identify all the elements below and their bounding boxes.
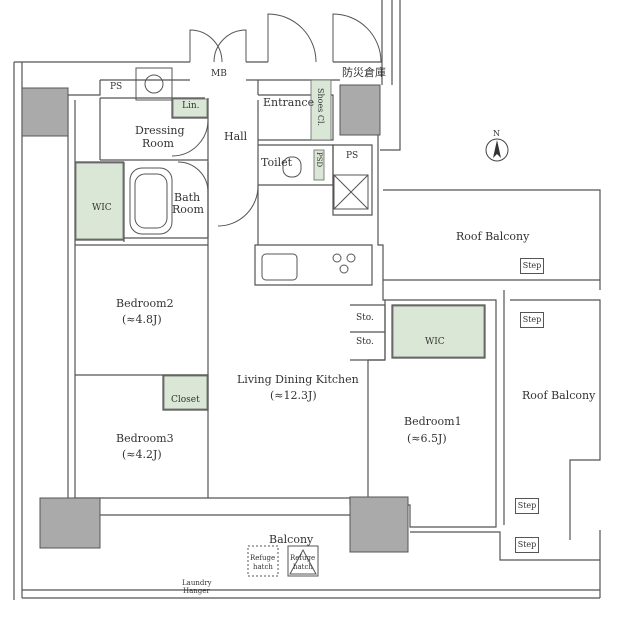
refuge-hatch-1-b: hatch bbox=[253, 563, 273, 571]
ps-box bbox=[333, 174, 369, 210]
refuge-hatch-2-b: hatch bbox=[293, 563, 313, 571]
balcony-rail bbox=[22, 530, 601, 599]
unit-wall-bottom bbox=[74, 492, 351, 505]
closet-label: Closet bbox=[171, 395, 200, 405]
dressing-label-2: Room bbox=[142, 137, 174, 150]
lin-fill bbox=[172, 98, 208, 118]
laundry-label-1: Laundry bbox=[182, 579, 212, 587]
step-3: Step bbox=[515, 498, 539, 514]
roof-balcony-outline bbox=[383, 189, 601, 540]
unit-wall-right-core bbox=[368, 99, 497, 528]
partition-kitchen bbox=[254, 244, 373, 286]
outer-wall-right bbox=[380, 0, 401, 151]
entrance-label: Entrance bbox=[263, 96, 315, 109]
unit-wall-left bbox=[67, 95, 76, 498]
bedroom3-size: (≈4.2J) bbox=[122, 448, 162, 461]
refuge-hatch-1-box bbox=[247, 545, 279, 577]
toilet-label: Toilet bbox=[261, 156, 293, 169]
north-label: N bbox=[493, 129, 500, 138]
bathtub bbox=[129, 167, 173, 235]
ps-right-label: PS bbox=[346, 151, 359, 161]
pillar-top-left bbox=[21, 87, 69, 137]
wic-left-fill bbox=[75, 162, 124, 240]
outer-wall-top bbox=[13, 0, 383, 600]
partition-entrance bbox=[257, 80, 334, 141]
door-swing-entrance-3 bbox=[267, 13, 317, 63]
wic-right-label: WIC bbox=[425, 337, 445, 347]
pillar-bottom-right bbox=[349, 496, 409, 553]
hall-label: Hall bbox=[224, 130, 248, 143]
bedroom1-label: Bedroom1 bbox=[404, 415, 462, 428]
sink bbox=[261, 253, 298, 281]
wic-right-fill bbox=[392, 305, 485, 358]
pillar-top-right bbox=[339, 84, 381, 136]
sto-label-1: Sto. bbox=[356, 313, 374, 323]
partition-closet bbox=[162, 374, 209, 411]
shoes-label: Shoes Cl. bbox=[316, 88, 325, 127]
basin-bowl bbox=[144, 74, 164, 94]
accent-fills bbox=[75, 79, 485, 410]
door-swing-bath bbox=[177, 161, 209, 193]
step-4: Step bbox=[515, 537, 539, 553]
toilet-bowl bbox=[282, 156, 302, 178]
psd-fill bbox=[313, 149, 325, 181]
closet-fill bbox=[163, 375, 208, 410]
bedroom1-size: (≈6.5J) bbox=[407, 432, 447, 445]
wic-left-label: WIC bbox=[92, 203, 112, 213]
partition-wic-left bbox=[75, 161, 124, 241]
stove-2 bbox=[346, 253, 356, 263]
balcony-label: Balcony bbox=[269, 533, 314, 546]
refuge-hatch-1-a: Refuge bbox=[250, 554, 276, 562]
partition-wic-right bbox=[391, 304, 486, 359]
pillars bbox=[21, 84, 409, 553]
door-swing-entrance-2 bbox=[213, 29, 247, 63]
roof-balcony-label-1: Roof Balcony bbox=[456, 230, 530, 243]
ps-top-label: PS bbox=[110, 82, 123, 92]
refuge-hatch-2-a: Refuge bbox=[290, 554, 316, 562]
bedroom2-size: (≈4.8J) bbox=[122, 313, 162, 326]
psd-label: PSD bbox=[314, 152, 323, 168]
bathtub-inner bbox=[134, 173, 168, 229]
step-1: Step bbox=[520, 258, 544, 274]
stove-1 bbox=[332, 253, 342, 263]
mb-label: MB bbox=[211, 69, 227, 79]
sto-label-2: Sto. bbox=[356, 337, 374, 347]
bedroom3-label: Bedroom3 bbox=[116, 432, 174, 445]
door-swing-entrance-4 bbox=[332, 13, 382, 63]
partition-lin bbox=[171, 98, 208, 119]
washbasin bbox=[135, 67, 173, 101]
lin-label: Lin. bbox=[182, 101, 200, 111]
bath-label-2: Room bbox=[172, 203, 204, 216]
balcony-inner bbox=[100, 514, 600, 561]
ps-box-x bbox=[333, 174, 369, 210]
refuge-hatch-2-box bbox=[287, 545, 319, 577]
door-swing-toilet bbox=[217, 185, 259, 227]
ldk-label: Living Dining Kitchen bbox=[237, 373, 359, 386]
unit-wall-top bbox=[68, 79, 340, 96]
shoes-fill bbox=[310, 79, 332, 141]
pillar-bottom-left bbox=[39, 497, 101, 549]
partition-ps-right bbox=[332, 144, 373, 216]
partition-dressing bbox=[99, 97, 208, 161]
ldk-size: (≈12.3J) bbox=[270, 389, 317, 402]
stove-3 bbox=[339, 264, 349, 274]
dressing-label-1: Dressing bbox=[135, 124, 185, 137]
partition-bed1 bbox=[367, 300, 386, 505]
laundry-label-2: Hanger bbox=[183, 587, 210, 595]
step-2: Step bbox=[520, 312, 544, 328]
roof-balcony-label-2: Roof Balcony bbox=[522, 389, 596, 402]
refuge-hatch-2-tri bbox=[289, 548, 317, 575]
door-swing-hall bbox=[171, 119, 209, 157]
bath-label-1: Bath bbox=[174, 191, 201, 204]
bosai-label: 防災倉庫 bbox=[342, 66, 386, 79]
door-swing-entrance-1 bbox=[189, 29, 223, 63]
bedroom2-label: Bedroom2 bbox=[116, 297, 174, 310]
north-arrow bbox=[485, 138, 509, 162]
